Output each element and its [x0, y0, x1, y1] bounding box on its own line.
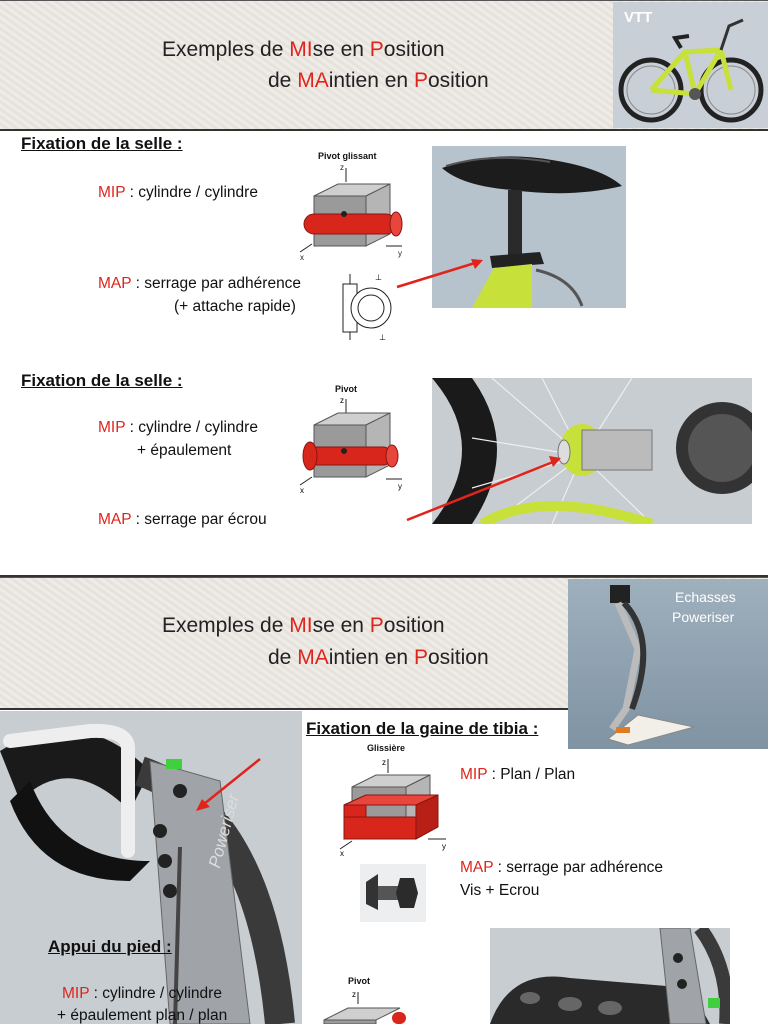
seat-clamp-photo — [432, 146, 626, 308]
rear-hub-photo — [432, 378, 752, 524]
foot-support-photo — [490, 928, 730, 1024]
s2-section2-mip: MIP : cylindre / cylindre — [62, 985, 222, 1002]
s2-pivot-label: Pivot — [348, 976, 371, 986]
slide2-title-line2: de MAintien en Position — [268, 646, 489, 669]
s1-pivot-label: Pivot — [335, 384, 358, 394]
s2-section1-map-line2: Vis + Ecrou — [460, 882, 540, 899]
slide1-title-line2: de MAintien en Position — [268, 69, 489, 92]
s1-section1-heading: Fixation de la selle : — [21, 134, 183, 153]
svg-text:y: y — [442, 842, 446, 851]
s1-quick-release-diagram: ⊥⊥ — [335, 270, 395, 342]
s1-section1-arrow — [396, 259, 483, 289]
s2-section2-heading: Appui du pied : — [48, 937, 172, 956]
svg-text:z: z — [352, 990, 356, 999]
s1-pivot-glissant-diagram: z x y — [290, 162, 410, 262]
vtt-label: VTT — [624, 9, 653, 26]
s2-glissiere-label: Glissière — [367, 743, 406, 753]
slide1-title-line1: Exemples de MIse en Position — [162, 38, 445, 61]
s1-section2-heading: Fixation de la selle : — [21, 371, 183, 390]
s1-section2-map: MAP : serrage par écrou — [98, 511, 267, 528]
s2-glissiere-diagram: z x y — [332, 757, 452, 857]
s2-section1-heading: Fixation de la gaine de tibia : — [306, 719, 539, 738]
svg-text:y: y — [398, 249, 402, 258]
svg-text:x: x — [300, 486, 304, 495]
s2-section1-map: MAP : serrage par adhérence — [460, 859, 664, 876]
s2-pivot-diagram: z — [300, 990, 414, 1024]
slide-separator — [0, 575, 768, 577]
svg-text:z: z — [340, 396, 344, 405]
s1-section2-arrow — [406, 456, 561, 522]
svg-text:y: y — [398, 482, 402, 491]
shin-guard-photo — [0, 711, 302, 1024]
slide2-title-line1: Exemples de MIse en Position — [162, 614, 445, 637]
s1-section2-mip: MIP : cylindre / cylindre — [98, 419, 258, 436]
s2-section1-mip: MIP : Plan / Plan — [460, 766, 576, 783]
svg-text:⊥: ⊥ — [375, 273, 382, 282]
s1-pivot-diagram: z x y — [290, 395, 410, 495]
s2-section1-arrow — [196, 758, 261, 811]
echasses-label: Echasses — [675, 589, 736, 605]
s1-section1-map: MAP : serrage par adhérence — [98, 275, 302, 292]
svg-text:⊥: ⊥ — [379, 333, 386, 342]
echasses-poweriser-photo — [568, 579, 768, 749]
s2-section2-mip-line2: + épaulement plan / plan — [57, 1007, 228, 1024]
svg-text:x: x — [300, 253, 304, 262]
svg-text:x: x — [340, 849, 344, 857]
s1-section1-mip: MIP : cylindre / cylindre — [98, 184, 258, 201]
svg-text:z: z — [340, 163, 344, 172]
poweriser-label: Poweriser — [672, 609, 735, 625]
s1-section1-map-line2: (+ attache rapide) — [174, 298, 296, 315]
s1-pivot-glissant-label: Pivot glissant — [318, 151, 377, 161]
s1-section2-mip-line2: + épaulement — [137, 442, 232, 459]
svg-text:z: z — [382, 758, 386, 767]
vtt-bike-photo — [613, 2, 768, 128]
bolt-nut-photo — [360, 864, 426, 922]
